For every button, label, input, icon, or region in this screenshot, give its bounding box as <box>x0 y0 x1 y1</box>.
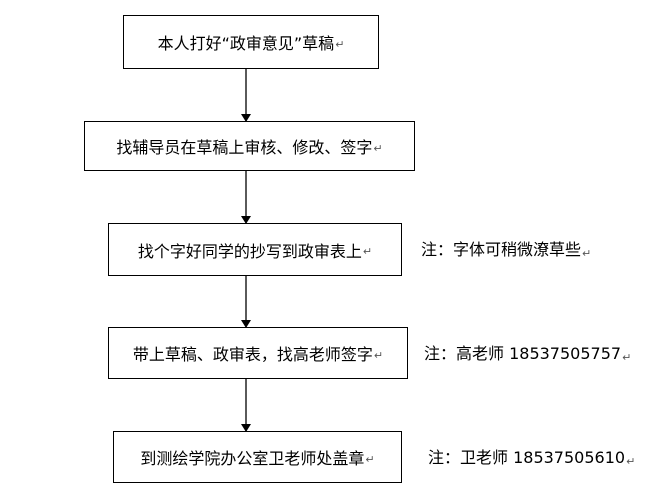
note-teacher-wei: 注：卫老师 18537505610↵ <box>428 448 635 470</box>
paragraph-mark-icon: ↵ <box>362 245 373 258</box>
flow-step-4: 带上草稿、政审表，找高老师签字↵ <box>108 327 408 379</box>
flow-step-5: 到测绘学院办公室卫老师处盖章↵ <box>113 431 402 483</box>
step-5-text: 到测绘学院办公室卫老师处盖章 <box>140 449 365 468</box>
note-3-text: 注：卫老师 18537505610 <box>428 448 626 467</box>
paragraph-mark-icon: ↵ <box>365 452 375 466</box>
paragraph-mark-icon: ↵ <box>373 141 383 155</box>
step-1-text: 本人打好“政审意见”草稿 <box>157 34 335 53</box>
paragraph-mark-icon: ↵ <box>626 455 636 468</box>
step-2-text: 找辅导员在草稿上审核、修改、签字 <box>116 138 373 157</box>
paragraph-mark-icon: ↵ <box>582 247 592 260</box>
note-1-text: 注：字体可稍微潦草些 <box>421 240 582 259</box>
note-2-text: 注：高老师 18537505757 <box>424 344 622 363</box>
flow-step-1: 本人打好“政审意见”草稿↵ <box>123 15 379 69</box>
note-teacher-gao: 注：高老师 18537505757↵ <box>424 344 631 366</box>
paragraph-mark-icon: ↵ <box>622 351 632 364</box>
flow-step-2: 找辅导员在草稿上审核、修改、签字↵ <box>84 121 415 171</box>
step-3-text: 找个字好同学的抄写到政审表上 <box>137 241 362 261</box>
flow-step-3: 找个字好同学的抄写到政审表上↵ <box>108 223 402 276</box>
paragraph-mark-icon: ↵ <box>373 348 384 362</box>
note-handwriting: 注：字体可稍微潦草些↵ <box>421 240 591 262</box>
paragraph-mark-icon: ↵ <box>335 37 345 51</box>
step-4-text: 带上草稿、政审表，找高老师签字 <box>132 345 373 364</box>
